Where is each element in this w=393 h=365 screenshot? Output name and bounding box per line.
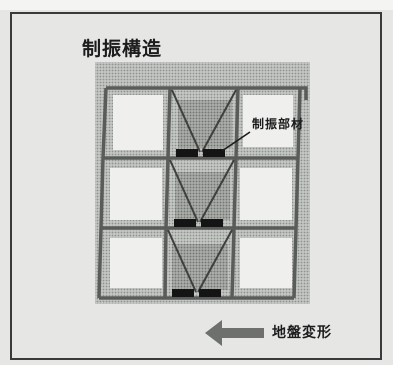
callout-leader-line	[221, 131, 251, 152]
braced-bay-shading	[172, 100, 232, 290]
bay-shade	[178, 100, 232, 148]
ground-deformation-label: 地盤変形	[272, 325, 332, 341]
damper-member	[174, 219, 196, 227]
arrow-left-icon	[205, 320, 264, 346]
brace	[171, 89, 201, 153]
damper-member	[203, 149, 225, 157]
damper-callout-label: 制振部材	[252, 117, 305, 131]
window-panel	[110, 168, 162, 220]
diagram-title: 制振構造	[82, 38, 163, 60]
brace	[199, 159, 235, 223]
damper-member	[176, 149, 198, 157]
damper-member	[199, 289, 221, 297]
brace	[169, 159, 199, 223]
window-panel	[113, 95, 163, 150]
damper-members	[172, 149, 225, 297]
arrow-shaft	[222, 328, 264, 338]
top-strip	[0, 0, 393, 10]
column-left	[97, 87, 108, 299]
brace	[167, 229, 197, 293]
bay-shade	[172, 244, 228, 290]
v-bracing	[167, 89, 237, 293]
window-panels	[110, 95, 293, 288]
window-panel	[240, 238, 292, 288]
outer-frame	[10, 12, 382, 360]
column-inner-right	[230, 87, 240, 299]
damper-member	[172, 289, 194, 297]
window-panel	[243, 95, 293, 147]
damper-member	[201, 219, 223, 227]
window-panel	[240, 168, 292, 220]
column-right	[292, 87, 302, 299]
roof-parapet	[300, 86, 308, 100]
brace	[201, 89, 237, 153]
brace	[197, 229, 233, 293]
structure-frame	[97, 86, 308, 300]
column-inner-left	[163, 87, 172, 299]
bay-shade	[175, 172, 230, 220]
arrow-head	[205, 320, 222, 346]
window-panel	[110, 238, 162, 288]
